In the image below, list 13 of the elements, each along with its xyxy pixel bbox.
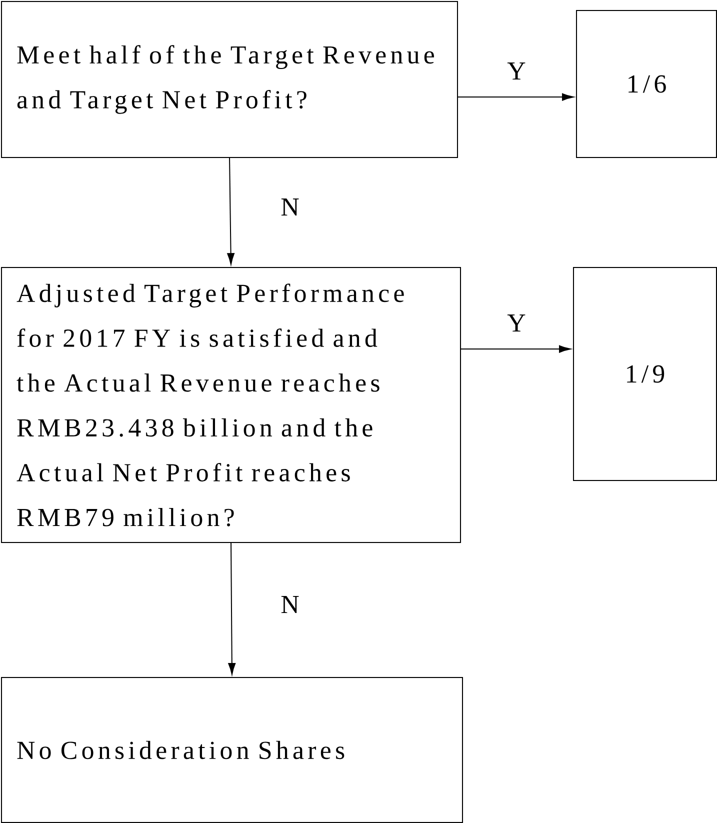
- arrow: [458, 93, 574, 101]
- result-box: 1/6: [576, 10, 717, 158]
- decision-box: Adjusted Target Performance for 2017 FY is satisfied and the Actual Revenue reaches RMB23.438 billion and the Actual Net Profit reaches RMB79 million?: [1, 267, 461, 543]
- edge-label: Y: [506, 62, 527, 80]
- arrow: [228, 542, 236, 675]
- result-box: 1/9: [573, 267, 717, 481]
- decision-box: Meet half of the Target Revenue and Target Net Profit?: [1, 1, 458, 158]
- edge-label: N: [280, 198, 300, 216]
- arrow: [227, 156, 235, 265]
- edge-label: Y: [506, 314, 527, 332]
- edge-label: N: [280, 595, 300, 614]
- result-box: No Consideration Shares: [1, 677, 463, 823]
- arrow: [460, 345, 571, 353]
